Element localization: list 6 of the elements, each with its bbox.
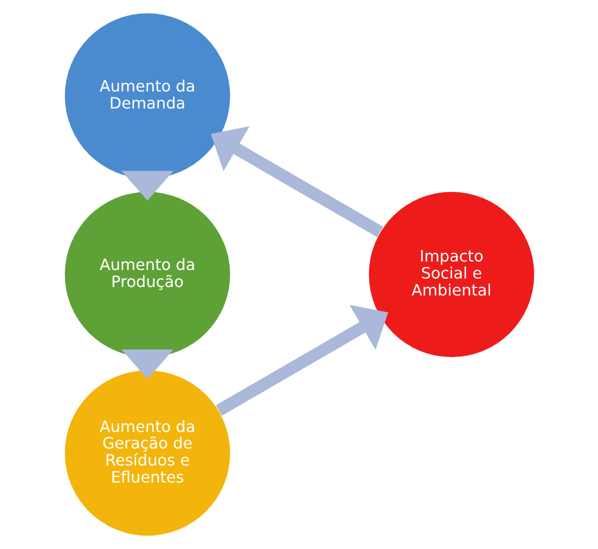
arrow [121, 170, 173, 201]
arrow [210, 126, 383, 238]
arrow [215, 304, 388, 416]
node-circle: Impacto Social e Ambiental [368, 192, 534, 358]
node-circle: Aumento da Geração de Resíduos e Efluentes [64, 370, 230, 536]
arrow [121, 350, 173, 380]
